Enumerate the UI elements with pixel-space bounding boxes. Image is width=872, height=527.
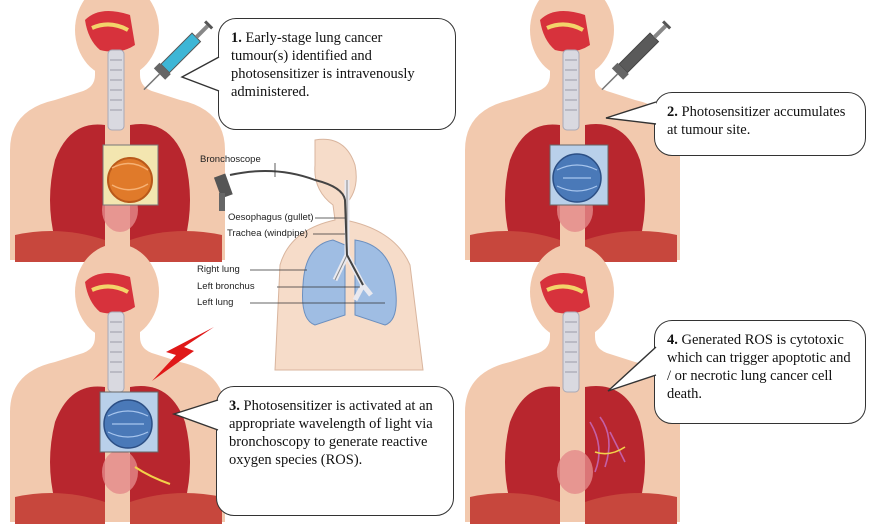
step-4-number: 4. xyxy=(667,332,678,348)
callout-3-tail xyxy=(172,398,220,438)
step-3-text: Photosensitizer is activated at an appro… xyxy=(229,398,433,468)
step-2-number: 2. xyxy=(667,104,678,120)
light-beam-icon xyxy=(148,325,216,383)
step-2-callout: 2. Photosensitizer accumulates at tumour… xyxy=(654,92,866,156)
torso-panel-3 xyxy=(0,262,230,527)
callout-4-tail xyxy=(606,345,658,395)
step-1-number: 1. xyxy=(231,30,242,46)
step-3-number: 3. xyxy=(229,398,240,414)
label-trachea: Trachea (windpipe) xyxy=(227,228,308,239)
tumour-orange xyxy=(108,158,152,202)
syringe-icon-2 xyxy=(588,8,688,103)
bronchoscopy-diagram xyxy=(195,135,435,370)
step-3-callout: 3. Photosensitizer is activated at an ap… xyxy=(216,386,454,516)
step-4-text: Generated ROS is cytotoxic which can tri… xyxy=(667,332,851,402)
label-oesophagus: Oesophagus (gullet) xyxy=(228,212,314,223)
step-1-callout: 1. Early-stage lung cancer tumour(s) ide… xyxy=(218,18,456,130)
callout-2-tail xyxy=(604,100,658,130)
label-bronchoscope: Bronchoscope xyxy=(200,154,261,165)
callout-1-tail xyxy=(180,55,222,95)
step-2-text: Photosensitizer accumulates at tumour si… xyxy=(667,104,845,138)
step-1-text: Early-stage lung cancer tumour(s) identi… xyxy=(231,30,415,100)
step-4-callout: 4. Generated ROS is cytotoxic which can … xyxy=(654,320,866,424)
